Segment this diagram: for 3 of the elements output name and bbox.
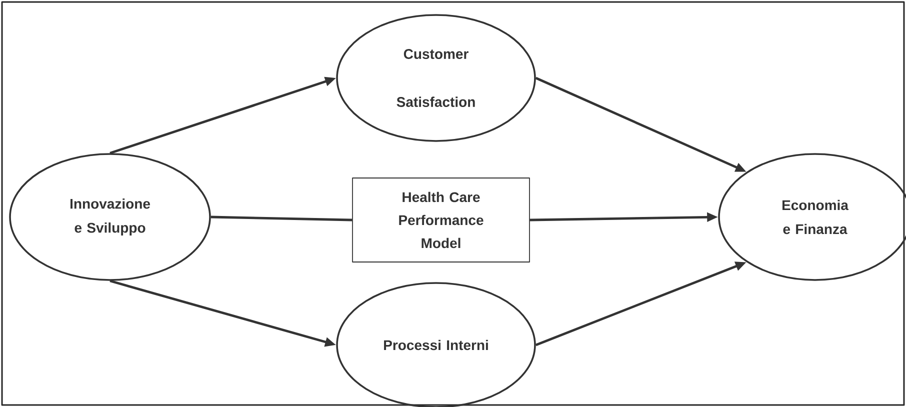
ellipse-node: Customer Satisfaction [336, 14, 536, 142]
ellipse-node: Innovazione e Sviluppo [9, 153, 211, 281]
process-box: Health Care Performance Model [352, 178, 530, 262]
